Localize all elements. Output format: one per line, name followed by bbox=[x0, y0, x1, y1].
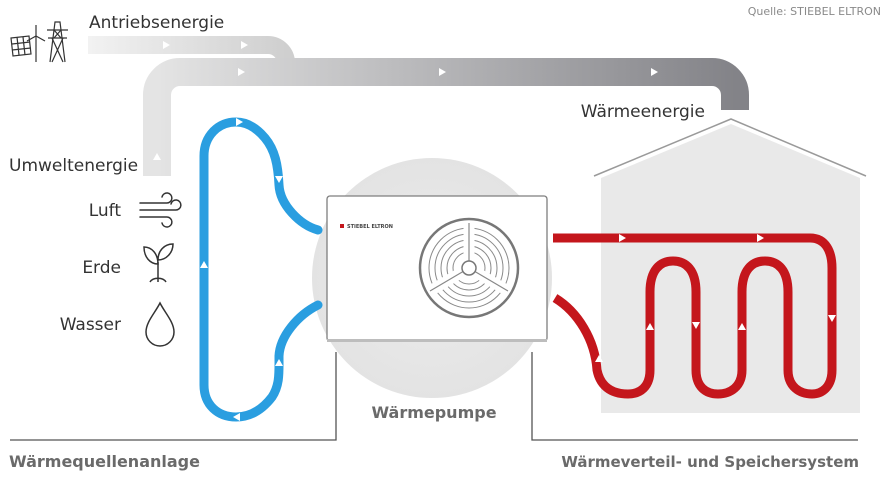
arrow-marker bbox=[646, 323, 654, 330]
source-system-label: Wärmequellenanlage bbox=[9, 452, 200, 471]
source-credit: Quelle: STIEBEL ELTRON bbox=[748, 5, 881, 18]
air-label: Luft bbox=[89, 201, 122, 221]
arrow-marker bbox=[233, 413, 240, 421]
arrow-marker bbox=[757, 234, 764, 242]
arrow-marker bbox=[275, 176, 283, 183]
heat-energy-label: Wärmeenergie bbox=[581, 102, 705, 122]
arrow-marker bbox=[236, 118, 243, 126]
energy-band-arrows bbox=[153, 41, 658, 160]
distribution-system-label: Wärmeverteil- und Speichersystem bbox=[561, 453, 859, 471]
arrow-marker bbox=[692, 322, 700, 329]
arrow-marker bbox=[619, 234, 626, 242]
environment-energy-label: Umweltenergie bbox=[9, 156, 138, 176]
fan-icon bbox=[418, 217, 520, 319]
arrow-marker bbox=[200, 261, 208, 268]
solar-wind-pylon-icon bbox=[10, 21, 68, 63]
heat-pump-unit: STIEBEL ELTRON bbox=[326, 195, 548, 342]
arrow-marker bbox=[828, 315, 836, 322]
arrow-marker bbox=[153, 153, 161, 160]
section-baselines bbox=[10, 352, 858, 441]
sprout-icon bbox=[143, 243, 174, 283]
arrow-marker bbox=[439, 68, 446, 76]
drive-energy-label: Antriebsenergie bbox=[89, 13, 224, 33]
heating-loop bbox=[552, 233, 837, 399]
wind-icon bbox=[139, 192, 182, 228]
arrow-marker bbox=[738, 323, 746, 330]
arrow-marker bbox=[163, 41, 170, 49]
water-label: Wasser bbox=[60, 315, 121, 335]
unit-brand-label: STIEBEL ELTRON bbox=[347, 224, 393, 230]
droplet-icon bbox=[145, 301, 175, 347]
arrow-marker bbox=[275, 359, 283, 366]
arrow-marker bbox=[595, 355, 603, 362]
arrow-marker bbox=[651, 68, 658, 76]
house bbox=[593, 118, 867, 413]
heat-pump-label: Wärmepumpe bbox=[371, 403, 496, 422]
arrow-marker bbox=[241, 41, 248, 49]
arrow-marker bbox=[238, 68, 245, 76]
brand-mark bbox=[340, 224, 344, 228]
source-loop bbox=[199, 117, 323, 422]
earth-label: Erde bbox=[82, 258, 121, 278]
